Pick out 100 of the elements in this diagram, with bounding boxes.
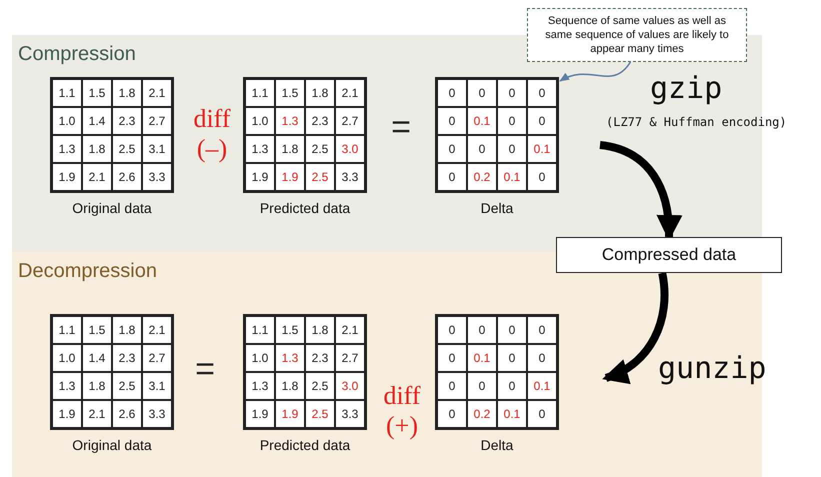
data-cell: 0 (527, 107, 557, 135)
data-cell: 0 (497, 79, 527, 107)
data-cell: 1.3 (52, 135, 82, 163)
data-cell: 1.8 (275, 135, 305, 163)
section-title: Decompression (18, 259, 157, 284)
data-cell: 1.8 (82, 372, 112, 400)
data-cell: 2.6 (112, 400, 142, 428)
data-cell: 1.0 (245, 107, 275, 135)
data-cell: 1.5 (82, 316, 112, 344)
data-cell: 1.1 (52, 79, 82, 107)
data-cell: 3.1 (142, 372, 172, 400)
data-cell: 2.6 (112, 163, 142, 191)
data-cell: 3.0 (335, 372, 365, 400)
data-cell: 0 (467, 316, 497, 344)
data-cell: 0 (467, 372, 497, 400)
leader-line (559, 62, 631, 82)
data-cell: 2.1 (335, 316, 365, 344)
data-cell: 0.1 (467, 344, 497, 372)
data-cell: 0.1 (467, 107, 497, 135)
data-cell: 1.9 (52, 400, 82, 428)
data-cell: 0.2 (467, 163, 497, 191)
operator-sign: (–) (196, 136, 228, 162)
data-cell: 1.3 (275, 344, 305, 372)
data-cell: 0 (527, 316, 557, 344)
data-cell: 1.8 (112, 79, 142, 107)
data-cell: 0 (437, 135, 467, 163)
data-cell: 1.8 (82, 135, 112, 163)
data-cell: 1.5 (275, 316, 305, 344)
step-subtitle: (LZ77 & Huffman encoding) (606, 116, 788, 128)
data-cell: 1.1 (245, 79, 275, 107)
data-cell: 1.1 (245, 316, 275, 344)
data-cell: 0 (527, 400, 557, 428)
data-cell: 0 (437, 107, 467, 135)
grid-caption: Predicted data (258, 199, 352, 218)
data-cell: 0 (497, 135, 527, 163)
section-title: Compression (18, 42, 136, 67)
data-cell: 1.3 (245, 372, 275, 400)
data-cell: 2.7 (335, 344, 365, 372)
data-cell: 0 (437, 79, 467, 107)
data-cell: 1.8 (275, 372, 305, 400)
data-cell: 0 (497, 107, 527, 135)
data-cell: 0 (497, 316, 527, 344)
data-cell: 1.4 (82, 107, 112, 135)
data-cell: 0 (437, 316, 467, 344)
data-cell: 1.9 (245, 400, 275, 428)
data-cell: 1.9 (245, 163, 275, 191)
data-cell: 0.2 (467, 400, 497, 428)
data-cell: 2.3 (305, 107, 335, 135)
data-cell: 1.0 (52, 107, 82, 135)
data-cell: 3.3 (335, 400, 365, 428)
data-cell: 1.0 (245, 344, 275, 372)
data-cell: 0 (527, 163, 557, 191)
data-cell: 2.3 (112, 344, 142, 372)
data-cell: 0 (527, 79, 557, 107)
data-cell: 1.8 (305, 316, 335, 344)
data-cell: 2.7 (142, 344, 172, 372)
data-cell: 2.5 (305, 400, 335, 428)
grid-caption: Original data (71, 199, 153, 218)
data-cell: 0 (527, 344, 557, 372)
data-cell: 0 (437, 372, 467, 400)
data-cell: 1.9 (275, 400, 305, 428)
data-cell: 1.8 (112, 316, 142, 344)
data-cell: 1.5 (82, 79, 112, 107)
operator-label: diff (192, 106, 232, 132)
operator-sign: (+) (385, 413, 419, 439)
data-cell: 1.3 (245, 135, 275, 163)
data-cell: 3.3 (142, 163, 172, 191)
data-cell: 2.5 (305, 163, 335, 191)
data-cell: 2.5 (305, 135, 335, 163)
data-cell: 2.5 (305, 372, 335, 400)
data-cell: 1.3 (275, 107, 305, 135)
data-cell: 0 (497, 372, 527, 400)
data-cell: 1.9 (52, 163, 82, 191)
data-cell: 3.3 (142, 400, 172, 428)
step-label: gunzip (658, 354, 768, 384)
data-cell: 3.0 (335, 135, 365, 163)
data-cell: 0 (467, 79, 497, 107)
data-cell: 0 (467, 135, 497, 163)
data-cell: 0.1 (527, 135, 557, 163)
data-cell: 2.5 (112, 372, 142, 400)
data-cell: 2.1 (142, 316, 172, 344)
data-cell: 0.1 (497, 163, 527, 191)
data-cell: 2.1 (82, 400, 112, 428)
data-cell: 1.8 (305, 79, 335, 107)
data-cell: 2.3 (112, 107, 142, 135)
grid-caption: Original data (71, 436, 153, 455)
data-cell: 2.1 (82, 163, 112, 191)
grid-caption: Delta (480, 199, 514, 218)
data-cell: 2.7 (142, 107, 172, 135)
data-cell: 1.3 (52, 372, 82, 400)
data-cell: 0 (437, 163, 467, 191)
grid-caption: Predicted data (258, 436, 352, 455)
data-cell: 3.3 (335, 163, 365, 191)
data-cell: 2.7 (335, 107, 365, 135)
grid-caption: Delta (480, 436, 514, 455)
data-cell: 2.3 (305, 344, 335, 372)
data-cell: 0 (497, 344, 527, 372)
data-cell: 2.5 (112, 135, 142, 163)
operator-label: diff (382, 383, 422, 409)
curved-arrow (602, 272, 668, 383)
